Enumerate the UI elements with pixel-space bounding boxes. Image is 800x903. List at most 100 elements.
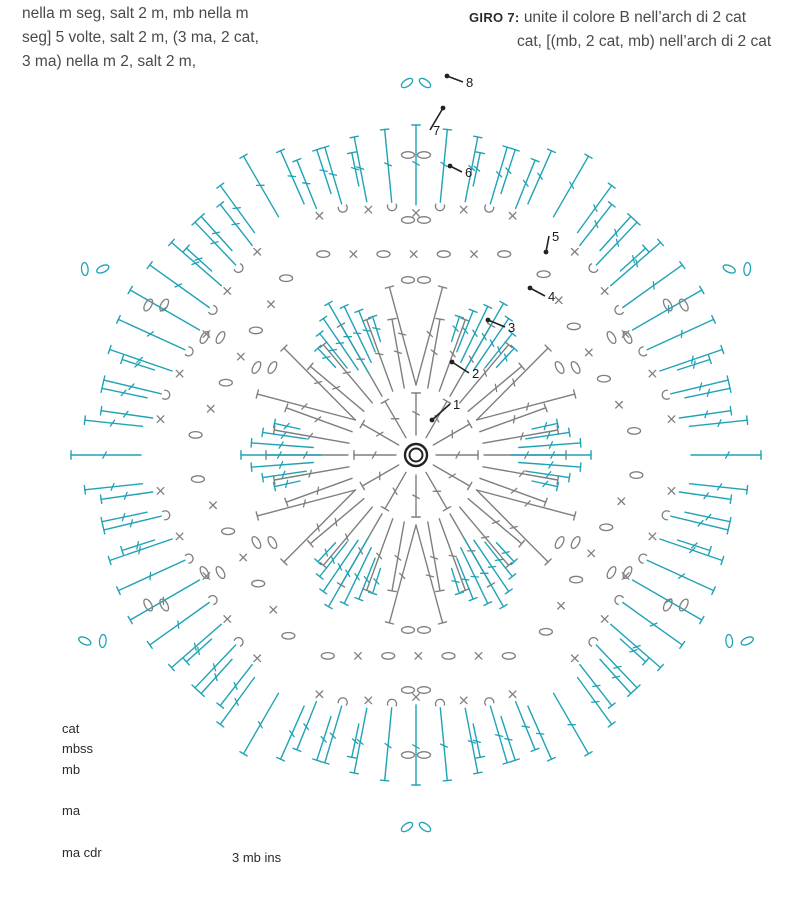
stitch-post: [242, 692, 280, 755]
picot-chain: [570, 360, 581, 375]
stitch-bar: [494, 734, 504, 738]
cross-b: [223, 615, 232, 623]
round-6-dc: [191, 644, 237, 692]
stitch-post: [500, 148, 516, 195]
round-7-dc: [676, 354, 712, 371]
round-6-dc: [216, 201, 253, 247]
stitch-post: [324, 146, 343, 205]
stitch-post: [384, 471, 407, 510]
round-7-dc: [346, 151, 360, 187]
round-7-dc: [500, 147, 520, 195]
post-stitch-hook: [337, 204, 348, 213]
stitch-post: [459, 506, 510, 566]
stitch-bar: [276, 451, 282, 459]
round-1-dc: [359, 464, 400, 491]
stitch-post: [283, 347, 357, 421]
stitch-top: [239, 153, 248, 160]
round-4-dc: [510, 450, 592, 460]
round-arrow: [451, 361, 470, 374]
stitch-top: [707, 545, 712, 556]
stitch-top: [657, 238, 664, 247]
picot-chain: [722, 264, 736, 274]
stitch-bar: [278, 441, 284, 449]
stitch-top: [454, 314, 465, 319]
stitch-bar: [473, 165, 481, 172]
stitch-post: [475, 489, 549, 563]
stitch-top: [510, 344, 518, 352]
stitch-top: [280, 344, 288, 352]
round-6-sc: [223, 615, 232, 623]
stitch-post: [256, 393, 357, 421]
stitch-bar: [149, 571, 152, 581]
stitch-top: [250, 438, 253, 448]
stitch-bar: [316, 486, 320, 495]
picot-chain: [159, 598, 170, 612]
round-4-dc: [484, 330, 517, 369]
cross-b: [615, 400, 623, 409]
stitch-top: [127, 285, 134, 295]
stitch-post: [462, 536, 505, 608]
stitch-top: [707, 354, 712, 365]
picot-chain: [725, 633, 734, 649]
round-6-sc: [175, 369, 184, 378]
stitch-top: [642, 657, 650, 666]
stitch-post: [194, 221, 237, 266]
stitch-bar: [491, 520, 501, 525]
stitch-bar: [110, 482, 115, 491]
stitch-top: [191, 684, 199, 692]
stitch-top: [216, 201, 225, 208]
picot-chain: [215, 565, 226, 580]
stitch-bar: [497, 346, 502, 355]
stitch-bar: [354, 573, 360, 581]
stitch-bar: [724, 451, 730, 459]
stitch-bar: [412, 410, 420, 416]
cross-b: [253, 654, 262, 663]
round-6-dc: [292, 157, 318, 210]
stitch-top: [261, 472, 264, 483]
round-2-dc: [415, 524, 448, 625]
round-arrow-head: [447, 163, 453, 169]
stitch-bar: [425, 574, 435, 578]
stitch-top: [102, 375, 106, 385]
round-2-dc: [255, 389, 357, 421]
round-3-dc: [272, 466, 350, 485]
stitch-bar: [412, 160, 420, 166]
stitch-top: [699, 285, 705, 295]
stitch-bar: [487, 565, 497, 568]
stitch-post: [473, 317, 510, 371]
picot-chain: [400, 216, 416, 224]
stitch-bar: [287, 175, 297, 178]
round-number-label: 4: [548, 289, 555, 304]
stitch-bar: [384, 742, 392, 749]
round-4-dc: [525, 470, 571, 483]
stitch-top: [167, 238, 175, 247]
stitch-bar: [520, 432, 524, 441]
stitch-top: [276, 756, 286, 762]
round-5-ch: [536, 270, 551, 279]
stitch-bar: [614, 228, 618, 237]
stitch-post: [200, 215, 233, 252]
magic-ring-inner: [408, 447, 424, 463]
cross-b: [554, 296, 563, 305]
stitch-top: [272, 481, 277, 492]
stitch-post: [610, 241, 662, 287]
round-4-dc: [272, 418, 301, 430]
stitch-top: [633, 684, 641, 692]
stitch-bar: [548, 441, 554, 450]
stitch-top: [380, 398, 390, 405]
stitch-bar: [283, 422, 290, 430]
stitch-top: [435, 317, 445, 321]
stitch-bar: [430, 349, 438, 356]
stitch-bar: [412, 494, 420, 500]
stitch-bar: [698, 382, 703, 391]
stitch-bar: [703, 492, 710, 500]
stitch-top: [568, 427, 571, 438]
stitch-post: [525, 470, 570, 479]
round-2-dc: [475, 489, 552, 566]
stitch-top: [729, 405, 733, 416]
stitch-bar: [337, 562, 343, 571]
round-7-dc: [239, 153, 280, 218]
post-stitch-hook: [434, 698, 446, 707]
stitch-post: [678, 410, 732, 419]
stitch-bar: [691, 355, 694, 365]
